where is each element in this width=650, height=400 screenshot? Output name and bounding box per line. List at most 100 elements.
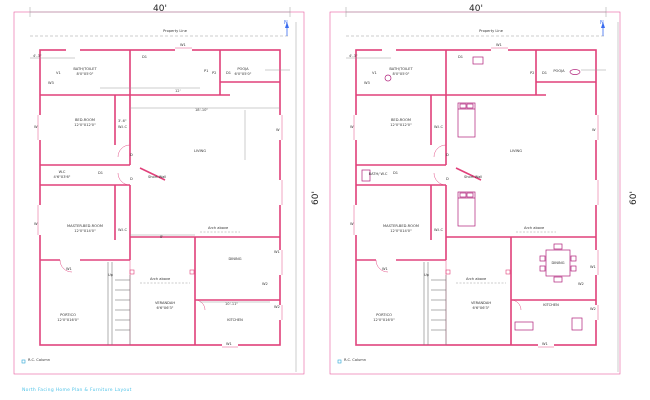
property-line-label-right: Property Line [479, 29, 504, 33]
room-name-wc: BATH/ W.C [369, 172, 388, 176]
room-size-portico: 12'0"X16'0" [373, 318, 395, 322]
note-wic: W.I.C [434, 125, 443, 129]
opening-tag: P1 [204, 69, 208, 73]
room-name-bath-toilet: BATH/TOILET [73, 67, 97, 71]
opening-tag: W3 [364, 81, 370, 85]
room-name-bedroom: BED-ROOM [75, 118, 95, 122]
room-name-kitchen: KITCHEN [227, 318, 243, 322]
note-rc-column: R.C. Column [28, 358, 50, 362]
north-arrow-icon: N [600, 20, 605, 36]
bed-icon [457, 191, 476, 227]
note-wic: W.I.C [118, 125, 127, 129]
footer-title: North Facing Home Plan & Furniture Layou… [22, 387, 132, 393]
room-name-bedroom: BED-ROOM [391, 118, 411, 122]
room-size-master-bedroom: 12'0"X14'0" [74, 229, 96, 233]
kitchen-counter-icon [514, 321, 534, 331]
room-size-pooja: 6'0"X5'0" [235, 72, 252, 76]
room-size-verandah: 6'6"X6'3" [157, 306, 174, 310]
room-name-living: LIVING [510, 149, 522, 153]
pooja-shelf-icon [569, 69, 581, 75]
note-wic: W.I.C [434, 228, 443, 232]
staircase [115, 279, 130, 331]
room-size-master-bedroom: 12'0"X14'0" [390, 229, 412, 233]
note-wic: W.I.C [118, 228, 127, 232]
washbasin-icon [472, 56, 484, 65]
opening-tag: W1 [180, 43, 186, 47]
room-size-wc: 4'6"X3'6" [54, 175, 71, 179]
bathtub-icon [361, 169, 371, 182]
width-dim-label-left: 40' [153, 4, 167, 14]
north-arrow-icon: N [284, 20, 289, 36]
note-short-wall: Short Wall [148, 175, 166, 179]
room-name-dining: DINING [551, 261, 564, 265]
room-name-portico: PORTICO [376, 313, 392, 317]
dim-label: 18'-10" [195, 108, 208, 112]
opening-tag: D [130, 153, 133, 157]
room-name-master-bedroom: MASTER-BED-ROOM [383, 224, 419, 228]
room-size-bath-toilet: 8'0"X5'0" [77, 72, 94, 76]
furniture [361, 56, 583, 331]
opening-tag: D [446, 153, 449, 157]
opening-tag: D1 [542, 71, 547, 75]
opening-tag: V1 [372, 71, 377, 75]
opening-tag: W1 [590, 265, 596, 269]
opening-tag: W1 [542, 342, 548, 346]
opening-tag: W [276, 128, 280, 132]
property-line-label-left: Property Line [163, 29, 188, 33]
bed-icon [457, 102, 476, 138]
plan-right: 40' 60' Property Line N [329, 4, 639, 375]
room-name-pooja: POOJA [553, 69, 565, 73]
opening-tag: W1 [66, 267, 72, 271]
svg-text:N: N [284, 20, 288, 26]
depth-dim-label-right: 60' [629, 191, 639, 205]
opening-tag: W2 [274, 305, 280, 309]
dim-label: 4'-3" [349, 54, 358, 58]
room-size-verandah: 6'6"X6'3" [473, 306, 490, 310]
dining-table-icon [545, 249, 571, 277]
opening-tag: P2 [212, 71, 216, 75]
opening-tag: W [34, 125, 38, 129]
opening-tag: D1 [142, 55, 147, 59]
svg-text:N: N [600, 20, 604, 26]
opening-tag: D1 [458, 55, 463, 59]
dim-label: 12' [175, 89, 181, 93]
sink-icon [571, 317, 583, 331]
note-arch-above: Arch above [524, 226, 545, 230]
room-size-bedroom: 12'0"X12'0" [390, 123, 412, 127]
dim-label: 8' [160, 235, 163, 239]
toilet-icon [384, 74, 392, 82]
dim-label: 10'-11" [225, 302, 238, 306]
note-up: Up [108, 273, 114, 277]
room-size-bedroom: 12'0"X12'0" [74, 123, 96, 127]
opening-tag: D1 [98, 171, 103, 175]
opening-tag: W [592, 128, 596, 132]
note-arch-above: Arch above [150, 277, 171, 281]
opening-tag: W [350, 222, 354, 226]
opening-tag: W1 [382, 267, 388, 271]
note-arch-above: Arch above [208, 226, 229, 230]
staircase [431, 279, 446, 331]
opening-tag: D1 [393, 171, 398, 175]
plan-left: 40' 60' Property Line N [13, 4, 321, 393]
note-arch-above: Arch above [466, 277, 487, 281]
opening-tag: P2 [530, 71, 534, 75]
room-name-portico: PORTICO [60, 313, 76, 317]
room-name-pooja: POOJA [237, 67, 249, 71]
room-name-master-bedroom: MASTER-BED-ROOM [67, 224, 103, 228]
opening-tag: D [130, 177, 133, 181]
width-dim-label-right: 40' [469, 4, 483, 14]
room-size-bath-toilet: 8'0"X5'0" [393, 72, 410, 76]
room-name-verandah: VERANDAH [155, 301, 175, 305]
room-name-bath-toilet: BATH/TOILET [389, 67, 413, 71]
room-name-living: LIVING [194, 149, 206, 153]
opening-tag: W2 [590, 307, 596, 311]
opening-tag: D [446, 177, 449, 181]
note-up: Up [424, 273, 430, 277]
opening-tag: W1 [274, 250, 280, 254]
dim-label: 4'-3" [33, 54, 42, 58]
room-name-kitchen: KITCHEN [543, 303, 559, 307]
opening-tag: W [34, 222, 38, 226]
room-name-wc: W.C [59, 170, 66, 174]
note-short-wall: Short Wall [464, 175, 482, 179]
opening-tag: V1 [56, 71, 61, 75]
